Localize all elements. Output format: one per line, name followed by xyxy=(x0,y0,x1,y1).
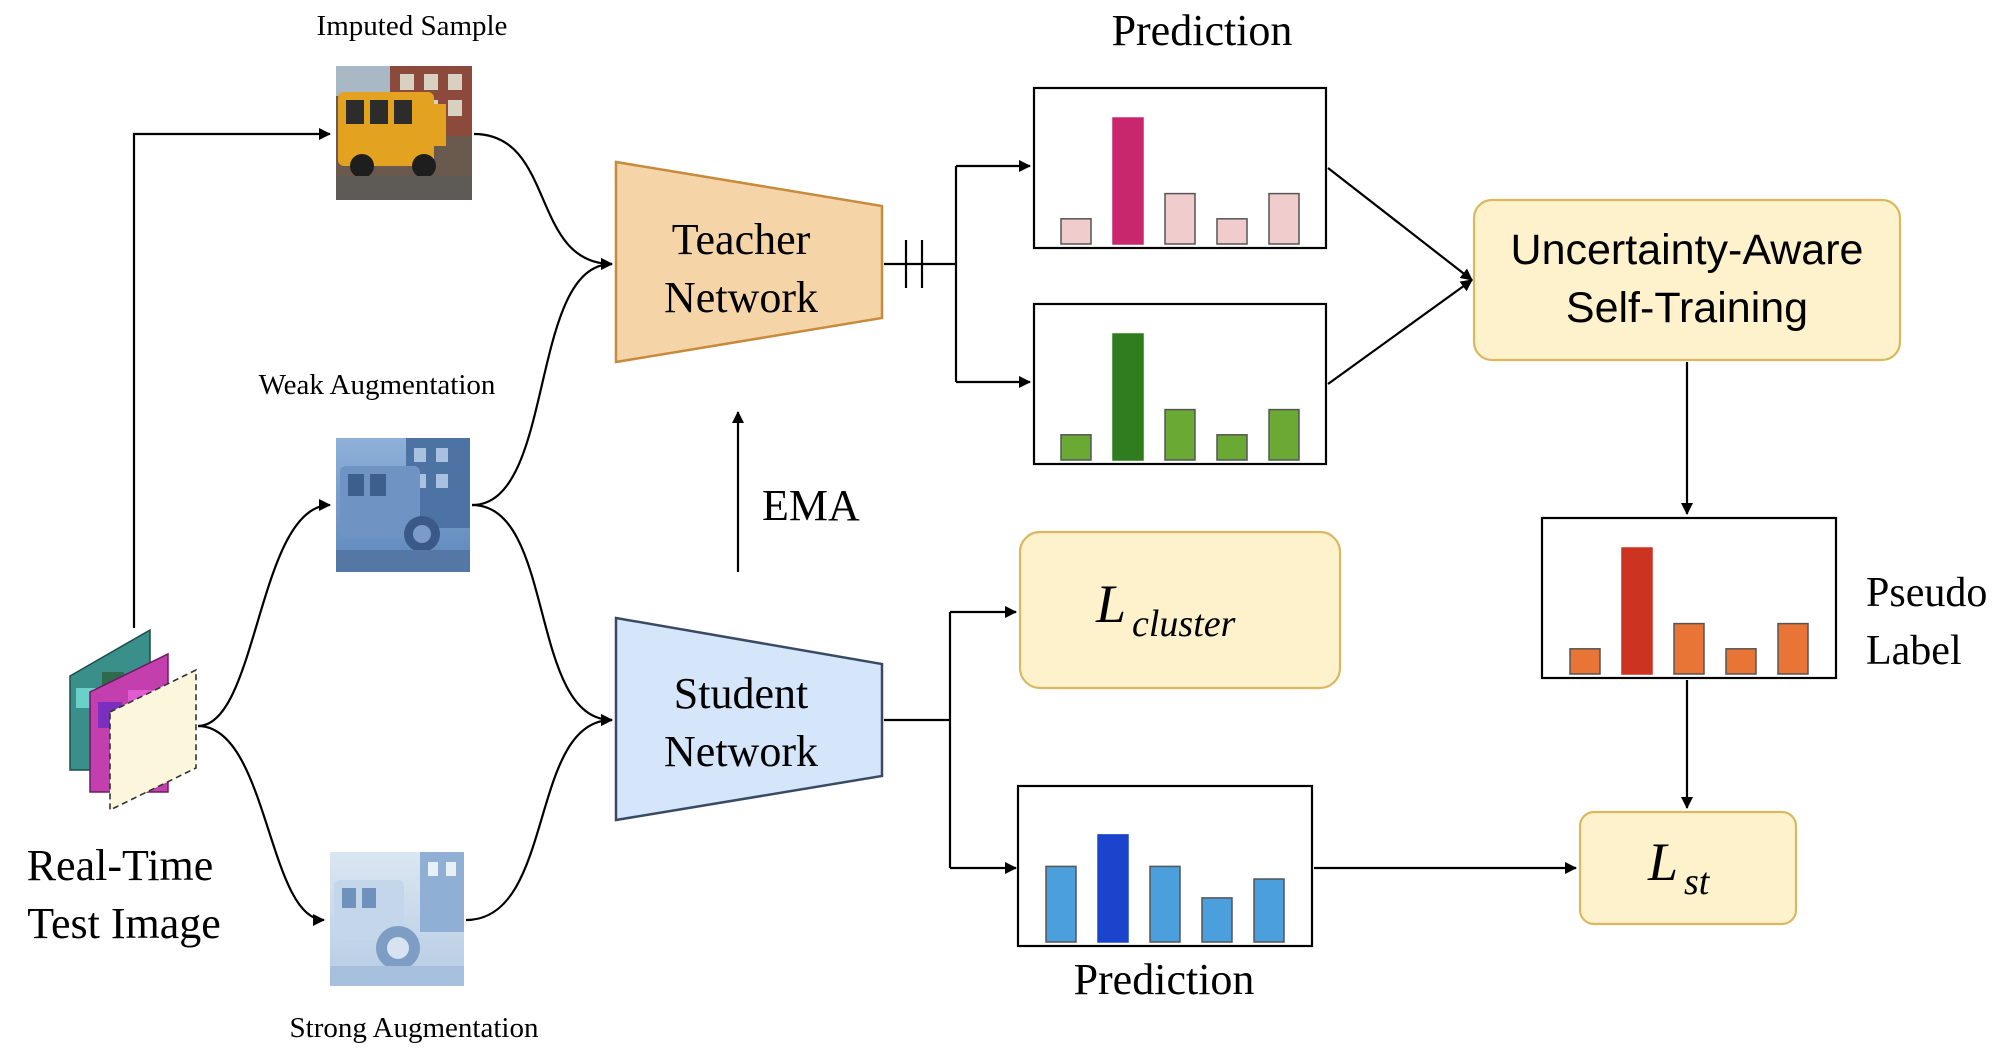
pseudo-bar-5 xyxy=(1777,622,1809,675)
imputed-sample-image xyxy=(336,66,472,200)
student-output-connectors xyxy=(884,606,1017,874)
weak-augmentation-image xyxy=(336,438,470,572)
teacher-output-connectors xyxy=(884,160,1031,388)
real-time-label: Real-Time xyxy=(27,841,214,890)
student-label-line1: Student xyxy=(674,669,808,718)
student-bar-2 xyxy=(1097,834,1129,943)
pseudo-bar-4 xyxy=(1725,648,1757,675)
student-bar-4 xyxy=(1201,897,1233,943)
strong-augmentation-label: Strong Augmentation xyxy=(290,1012,539,1044)
student-label-line2: Network xyxy=(664,727,818,776)
teacher-imputed-bar-5 xyxy=(1268,192,1300,245)
uncertainty-label-line1: Uncertainty-Aware xyxy=(1511,226,1864,274)
l-cluster-sub: cluster xyxy=(1132,603,1236,645)
teacher-weak-bar-1 xyxy=(1060,434,1092,461)
l-cluster-main: L xyxy=(1095,574,1126,634)
test-image-label: Test Image xyxy=(27,899,221,948)
l-st-sub: st xyxy=(1684,861,1711,903)
teacher-weak-bar-5 xyxy=(1268,408,1300,461)
self-training-connectors xyxy=(1314,167,1693,874)
student-network: Student Network xyxy=(614,616,884,822)
pseudo-bar-3 xyxy=(1673,622,1705,675)
teacher-weak-bar-4 xyxy=(1216,434,1248,461)
pseudo-bar-2 xyxy=(1621,547,1653,675)
l-st-loss-box: L st xyxy=(1578,810,1798,926)
imputed-sample-label: Imputed Sample xyxy=(317,10,508,42)
ema-label: EMA xyxy=(762,481,860,530)
l-st-main: L xyxy=(1647,832,1678,892)
teacher-weak-bar-2 xyxy=(1112,333,1144,461)
prediction-top-label: Prediction xyxy=(1112,6,1293,55)
student-bar-3 xyxy=(1149,865,1181,943)
l-cluster-loss-box: L cluster xyxy=(1018,530,1342,690)
teacher-imputed-bar-2 xyxy=(1112,117,1144,245)
uncertainty-aware-self-training-box: Uncertainty-Aware Self-Training xyxy=(1472,198,1902,362)
teacher-imputed-bar-3 xyxy=(1164,192,1196,245)
weak-augmentation-label: Weak Augmentation xyxy=(259,369,496,401)
student-bar-5 xyxy=(1253,878,1285,943)
pseudo-label-bars xyxy=(1569,547,1809,675)
teacher-imputed-bar-4 xyxy=(1216,218,1248,245)
real-time-test-image-stack xyxy=(69,628,197,812)
prediction-bottom-label: Prediction xyxy=(1074,955,1255,1004)
teacher-imputed-bar-1 xyxy=(1060,218,1092,245)
teacher-label-line2: Network xyxy=(664,273,818,322)
teacher-prediction-imputed-bars xyxy=(1060,117,1300,245)
teacher-network: Teacher Network xyxy=(614,160,884,364)
pseudo-bar-1 xyxy=(1569,648,1601,675)
strong-augmentation-image xyxy=(330,852,464,986)
student-prediction-bars xyxy=(1045,834,1285,943)
uncertainty-label-line2: Self-Training xyxy=(1566,284,1808,332)
teacher-prediction-weak-bars xyxy=(1060,333,1300,461)
pseudo-label-line1: Pseudo xyxy=(1866,570,1987,616)
pseudo-label-line2: Label xyxy=(1866,628,1962,674)
input-connectors xyxy=(132,128,744,926)
teacher-weak-bar-3 xyxy=(1164,408,1196,461)
student-bar-1 xyxy=(1045,865,1077,943)
teacher-label-line1: Teacher xyxy=(672,215,811,264)
